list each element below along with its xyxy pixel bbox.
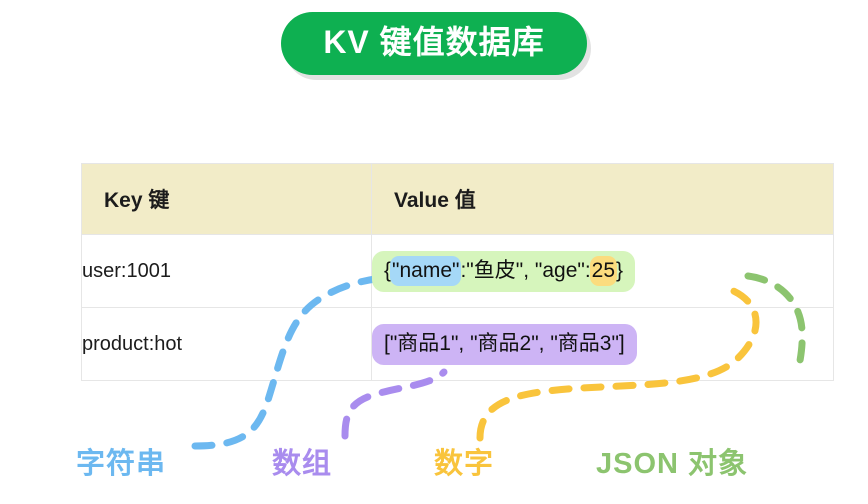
- cell-key-product: product:hot: [81, 307, 372, 381]
- column-header-value: Value 值: [371, 163, 834, 235]
- json-middle-text: :"鱼皮", "age":: [460, 258, 591, 282]
- json-string-key-highlight: "name": [390, 255, 462, 286]
- json-object-highlight: {"name":"鱼皮", "age":25}: [372, 250, 636, 292]
- title-area: KV 键值数据库: [0, 12, 868, 75]
- table-row: product:hot ["商品1", "商品2", "商品3"]: [81, 307, 834, 381]
- json-brace-open: {: [384, 258, 392, 282]
- array-value-highlight: ["商品1", "商品2", "商品3"]: [372, 323, 637, 365]
- cell-key-user: user:1001: [81, 234, 372, 308]
- table-row: user:1001 {"name":"鱼皮", "age":25}: [81, 234, 834, 308]
- page-title-badge: KV 键值数据库: [281, 12, 587, 75]
- cell-value-product: ["商品1", "商品2", "商品3"]: [371, 307, 834, 381]
- json-number-highlight: 25: [589, 255, 618, 286]
- column-header-key: Key 键: [81, 163, 372, 235]
- legend-array: 数组: [272, 448, 333, 480]
- legend-number: 数字: [434, 448, 495, 480]
- cell-value-user: {"name":"鱼皮", "age":25}: [371, 234, 834, 308]
- kv-table: Key 键 Value 值 user:1001 {"name":"鱼皮", "a…: [81, 163, 834, 381]
- table-header-row: Key 键 Value 值: [81, 163, 834, 235]
- json-brace-close: }: [616, 258, 624, 282]
- legend-json-object: JSON 对象: [596, 448, 749, 480]
- legend-string: 字符串: [76, 448, 167, 480]
- connector-array: [341, 368, 448, 440]
